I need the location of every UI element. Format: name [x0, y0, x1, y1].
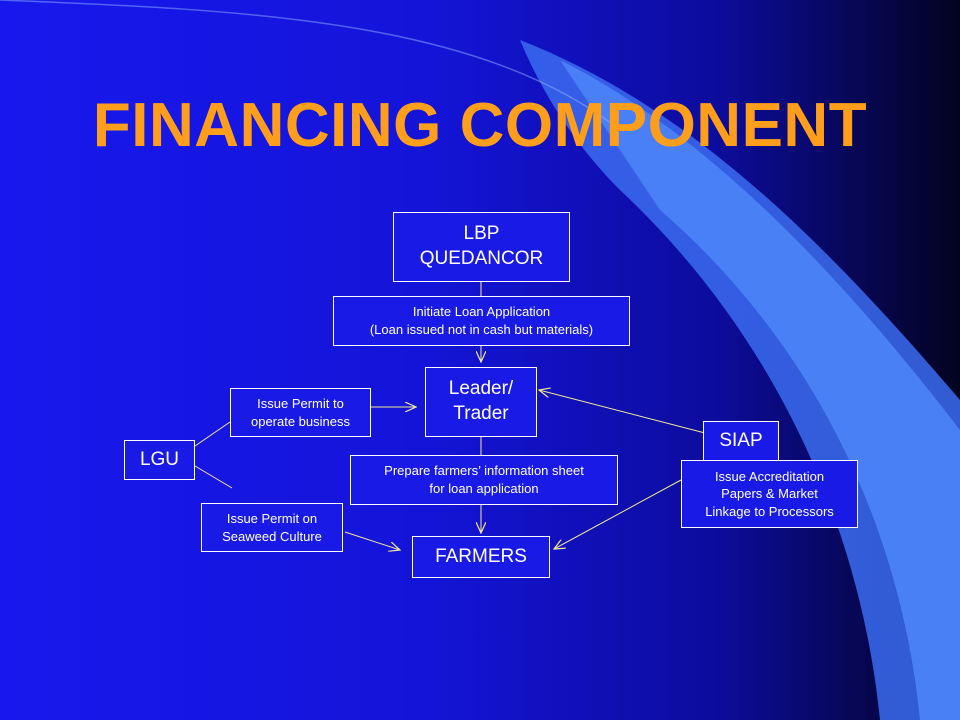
permit-business-label: Issue Permit to operate business: [230, 388, 371, 437]
slide-title: FINANCING COMPONENT: [92, 91, 868, 160]
arrow-permit-seaweed-to-farmers: [344, 531, 400, 550]
prepare-sheet-label: Prepare farmers’ information sheet for l…: [350, 455, 618, 505]
initiate-loan-label: Initiate Loan Application (Loan issued n…: [333, 296, 630, 346]
lbp-quedancor-node: LBP QUEDANCOR: [393, 212, 570, 282]
line-lgu-to-permit-seaweed: [194, 465, 233, 489]
accreditation-label: Issue Accreditation Papers & Market Link…: [681, 460, 858, 528]
arrow-siap-to-leader: [539, 390, 706, 434]
farmers-node: FARMERS: [412, 536, 550, 578]
lgu-node: LGU: [124, 440, 195, 480]
siap-node: SIAP: [703, 421, 779, 461]
leader-trader-node: Leader/ Trader: [425, 367, 537, 437]
arrow-accreditation-to-farmers: [554, 479, 682, 549]
line-lgu-to-permit-business: [194, 421, 231, 447]
permit-seaweed-label: Issue Permit on Seaweed Culture: [201, 503, 343, 552]
